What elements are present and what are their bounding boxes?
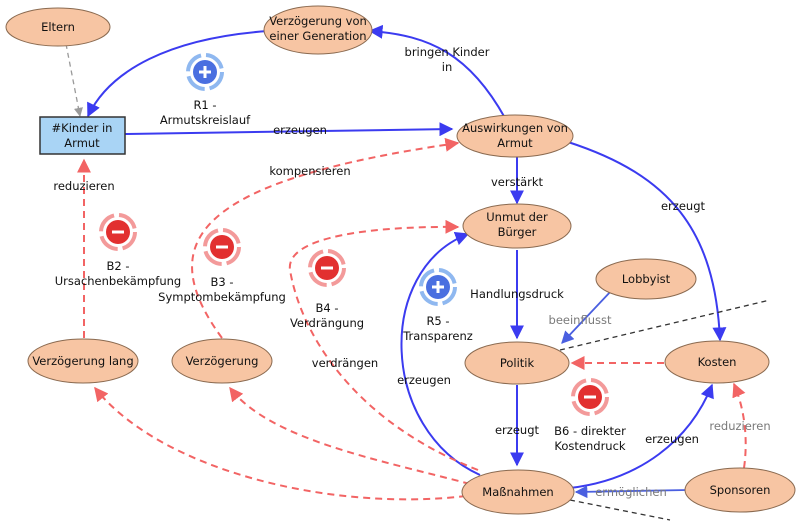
node-label-kinder-2: Armut <box>64 136 100 150</box>
loop-label-r1-name: Armutskreislauf <box>160 113 251 127</box>
edge-label-erzeugt-right: erzeugt <box>661 199 706 213</box>
loop-label-b4-code: B4 - <box>315 301 338 315</box>
edge-verzoegerung-auswirkungen <box>191 137 460 339</box>
node-label-verzoegerung-generation-1: Verzögerung von <box>269 14 367 28</box>
node-label-kosten: Kosten <box>698 355 737 369</box>
edge-label-erzeugen-top: erzeugen <box>273 123 327 137</box>
node-label-eltern: Eltern <box>41 20 75 34</box>
edge-massnahmen-unmut-verdraengen <box>288 219 479 471</box>
node-label-unmut-2: Bürger <box>498 225 537 239</box>
node-label-auswirkungen-2: Armut <box>497 136 533 150</box>
loop-label-b2-code: B2 - <box>106 259 129 273</box>
loop-label-b6-name: Kostendruck <box>554 439 626 453</box>
loop-label-b4-name: Verdrängung <box>290 316 364 330</box>
loop-label-b3-name: Symptombekämpfung <box>158 290 286 304</box>
edge-label-erzeugen-right: erzeugen <box>645 432 699 446</box>
node-eltern[interactable]: Eltern <box>5 7 111 47</box>
node-lobbyist[interactable]: Lobbyist <box>595 258 697 300</box>
edge-label-reduzieren-left: reduzieren <box>53 179 114 193</box>
edge-massnahmen-verzoegerung-lang <box>94 386 467 501</box>
node-label-kinder-1: #Kinder in <box>52 121 113 135</box>
node-politik[interactable]: Politik <box>464 341 570 385</box>
edge-eltern-kinder <box>65 43 83 117</box>
minus-loop-icon <box>203 228 241 266</box>
edge-label-kompensieren: kompensieren <box>269 164 350 178</box>
node-label-verzoegerung-generation-2: einer Generation <box>269 29 366 43</box>
node-verzoegerung-lang[interactable]: Verzögerung lang <box>27 338 139 384</box>
edge-label-reduzieren-right: reduzieren <box>709 419 770 433</box>
plus-loop-icon <box>186 53 224 91</box>
edge-massnahmen-kosten <box>569 383 714 489</box>
edge-massnahmen-unmut <box>400 232 481 476</box>
loop-label-b3-code: B3 - <box>210 275 233 289</box>
edge-kinder-auswirkungen <box>124 122 454 137</box>
edge-label-beeinflusst: beeinflusst <box>549 313 612 327</box>
node-label-politik: Politik <box>500 356 535 370</box>
loop-label-b6-code: B6 - direkter <box>554 424 626 438</box>
edge-label-ermoeglichen: ermöglichen <box>595 485 667 499</box>
edge-label-verdraengen: verdrängen <box>312 356 378 370</box>
node-kosten[interactable]: Kosten <box>664 340 770 384</box>
edge-label-bringen-kinder: bringen Kinder <box>405 45 490 59</box>
edge-label-verstaerkt: verstärkt <box>491 175 544 189</box>
loop-label-r5-name: Transparenz <box>402 329 473 343</box>
edge-auswirkungen-generation <box>368 24 506 119</box>
node-label-lobbyist: Lobbyist <box>622 272 671 286</box>
node-verzoegerung-generation[interactable]: Verzögerung von einer Generation <box>263 5 373 55</box>
loop-label-b2-name: Ursachenbekämpfung <box>55 274 181 288</box>
edge-sponsoren-massnahmen <box>574 485 689 499</box>
edge-generation-kinder <box>87 30 269 118</box>
edge-label-bringen-in: in <box>442 60 452 74</box>
node-label-sponsoren: Sponsoren <box>710 483 771 497</box>
minus-loop-icon <box>308 249 346 287</box>
node-label-massnahmen: Maßnahmen <box>482 485 553 499</box>
node-unmut-der-buerger[interactable]: Unmut der Bürger <box>462 203 572 249</box>
node-sponsoren[interactable]: Sponsoren <box>684 467 796 513</box>
edge-lobbyist-politik <box>561 289 613 344</box>
node-label-verzoegerung: Verzögerung <box>186 354 259 368</box>
edge-label-erzeugen-mid: erzeugen <box>397 373 451 387</box>
node-verzoegerung[interactable]: Verzögerung <box>171 338 273 384</box>
loop-label-r1-code: R1 - <box>193 98 216 112</box>
node-auswirkungen-von-armut[interactable]: Auswirkungen von Armut <box>456 114 574 158</box>
node-massnahmen[interactable]: Maßnahmen <box>461 469 575 515</box>
plus-loop-icon <box>419 268 457 306</box>
loop-label-r5-code: R5 - <box>426 314 449 328</box>
node-label-verzoegerung-lang: Verzögerung lang <box>32 354 133 368</box>
node-label-unmut-1: Unmut der <box>486 210 548 224</box>
minus-loop-icon <box>99 213 137 251</box>
minus-loop-icon <box>571 378 609 416</box>
edge-sponsoren-kosten <box>732 382 747 469</box>
boundary-line-lower <box>569 499 671 521</box>
node-label-auswirkungen-1: Auswirkungen von <box>462 121 568 135</box>
edge-label-handlungsdruck: Handlungsdruck <box>470 287 564 301</box>
edge-auswirkungen-kosten <box>567 141 727 342</box>
edge-massnahmen-verzoegerung <box>229 386 471 485</box>
node-kinder-in-armut[interactable]: #Kinder in Armut <box>39 116 126 155</box>
edge-label-erzeugt-bottom: erzeugt <box>495 423 540 437</box>
